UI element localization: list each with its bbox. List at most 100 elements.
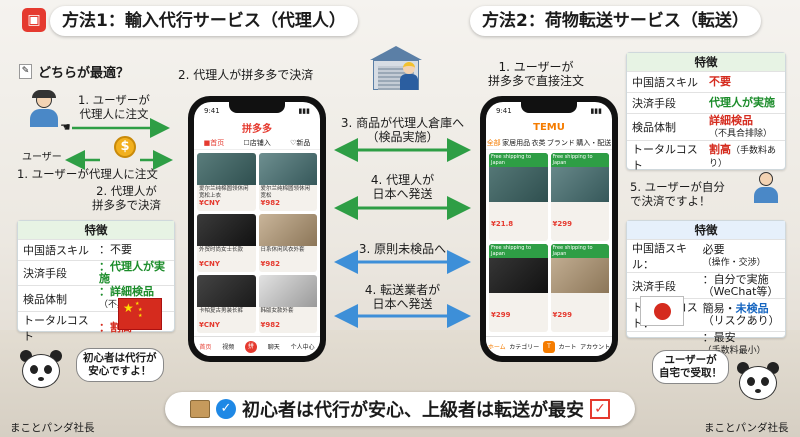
- left-row-label: 決済手段: [23, 267, 67, 280]
- pdd-app-title: 拼多多: [242, 123, 272, 135]
- rt-row-value: 割高: [709, 143, 731, 156]
- rt-row-label: 検品体制: [632, 121, 676, 134]
- method2-title: 方法2：荷物転送サービス（転送）: [470, 6, 761, 36]
- rt-row-label: 中国語スキル: [632, 76, 698, 89]
- right-top-panel-header: 特徴: [627, 53, 785, 71]
- left-speech-bubble: 初心者は代行が 安心ですよ！: [76, 348, 164, 382]
- right-top-features-panel: 特徴 中国語スキル不要 決済手段代理人が実施 検品体制詳細検品（不具合排除） ト…: [626, 52, 786, 172]
- tab-home-goods[interactable]: 家居用品: [502, 138, 531, 147]
- rb-row-note: （リスクあり）: [702, 314, 780, 327]
- rt-row-value: 不要: [709, 75, 731, 88]
- nav-home[interactable]: ホーム: [487, 344, 506, 351]
- left-step-1: 1. ユーザーが 代理人に注文: [78, 93, 150, 121]
- right-bottom-panel-header: 特徴: [627, 221, 785, 239]
- product-card[interactable]: Free shipping to Japan¥299: [550, 244, 609, 332]
- nav-video[interactable]: 视频: [222, 344, 235, 351]
- checkbox-icon: ✓: [590, 399, 610, 419]
- left-panel-header: 特徴: [18, 221, 174, 239]
- right-phone: 9:41 ▮▮▮ TEMU 全部 家居用品 衣类 ブランド 購入・配送 Free …: [480, 96, 618, 362]
- panda-mascot-left-icon: [18, 350, 64, 394]
- product-card[interactable]: 卡帕复古男装长裤¥CNY: [197, 275, 256, 333]
- temu-app-title: TEMU: [533, 121, 565, 133]
- rb-row-note: （手数料最小）: [702, 346, 766, 356]
- product-card[interactable]: 爱尔兰纯棉圆领休闲宽松上衣¥CNY: [197, 153, 256, 211]
- phone-time: 9:41: [496, 107, 512, 115]
- method1-title: 方法1：輸入代行サービス（代理人）: [50, 6, 358, 36]
- nav-profile[interactable]: 个人中心: [290, 344, 315, 351]
- user-avatar-right: [752, 172, 780, 204]
- product-card[interactable]: Free shipping to Japan¥21.8: [489, 153, 548, 241]
- caption-left: まことパンダ社長: [10, 422, 95, 434]
- caption-right: まことパンダ社長: [704, 422, 789, 434]
- hand-point-icon: ☚: [60, 120, 71, 134]
- right-bottom-nav: ホーム カテゴリー T カート アカウント: [486, 336, 612, 356]
- left-row-label: トータルコスト: [23, 314, 89, 343]
- rb-row-note: （WeChat等）: [702, 284, 779, 298]
- nav-category[interactable]: カテゴリー: [509, 344, 540, 351]
- temu-app-header: TEMU: [486, 118, 612, 136]
- which-best-text: どちらが最適？: [38, 66, 130, 81]
- nav-temu[interactable]: T: [542, 340, 555, 353]
- japan-flag-icon: [640, 296, 684, 326]
- product-card[interactable]: 爱尔兰纯棉圆领休闲宽松¥982: [258, 153, 317, 211]
- summary-bar: ✓ 初心者は代行が安心、上級者は転送が最安 ✓: [165, 392, 635, 426]
- signal-icon: ▮▮▮: [590, 107, 602, 115]
- check-circle-icon: ✓: [216, 399, 236, 419]
- tab-shipping[interactable]: 購入・配送: [576, 138, 612, 147]
- rb-row-value: 簡易・: [702, 302, 736, 315]
- nav-account[interactable]: アカウント: [580, 344, 611, 351]
- app-logo-icon: ▣: [22, 8, 46, 32]
- rb-row-label: 中国語スキル：: [632, 242, 687, 271]
- phone-time: 9:41: [204, 107, 220, 115]
- panda-mascot-right-icon: [735, 362, 781, 406]
- product-card[interactable]: 日系休闲风衣外套¥982: [258, 214, 317, 272]
- tab-all[interactable]: 全部: [486, 138, 501, 147]
- tab-new[interactable]: ♡新品: [290, 138, 311, 147]
- rb-row-value-2: 未検品: [735, 302, 769, 315]
- product-card[interactable]: 外贸时尚女士长款¥CNY: [197, 214, 256, 272]
- summary-text: 初心者は代行が安心、上級者は転送が最安: [242, 400, 584, 421]
- rt-row-value: 詳細検品: [709, 113, 753, 127]
- tab-brand[interactable]: ブランド: [546, 138, 575, 147]
- coin-icon: $: [114, 136, 136, 158]
- tab-shop[interactable]: ☐店铺入: [243, 138, 271, 147]
- center-step-3: 3. 商品が代理人倉庫へ （検品実施）: [340, 116, 465, 144]
- memo-icon: ✎: [19, 64, 32, 79]
- package-icon: [190, 400, 210, 418]
- nav-home[interactable]: 首页: [199, 344, 212, 351]
- product-card[interactable]: Free shipping to Japan¥299: [489, 244, 548, 332]
- user-avatar: [28, 90, 60, 128]
- rb-row-value: ：最安: [702, 331, 736, 344]
- product-card[interactable]: Free shipping to Japan¥299: [550, 153, 609, 241]
- rt-row-value: 代理人が実施: [709, 96, 775, 109]
- user-label: ユーザー: [22, 152, 62, 163]
- rb-row-note: （操作・交渉）: [702, 257, 766, 268]
- right-step-1: 1. ユーザーが 拼多多で直接注文: [488, 60, 585, 88]
- nav-cart[interactable]: カート: [558, 344, 577, 351]
- left-step-2-top: 2. 代理人が拼多多で決済: [178, 68, 314, 82]
- product-card[interactable]: 韩版女款外套¥982: [258, 275, 317, 333]
- left-phone-screen: 9:41 ▮▮▮ 拼多多 ■首页 ☐店铺入 ♡新品 爱尔兰纯棉圆领休闲宽松上衣¥C…: [194, 102, 320, 356]
- left-row-label: 中国語スキル: [23, 244, 89, 257]
- right-step-5: 5. ユーザーが自分 で決済ですよ！: [630, 180, 725, 208]
- left-step-1b: 1. ユーザーが代理人に注文: [17, 167, 158, 181]
- left-row-label: 検品体制: [23, 292, 67, 306]
- pdd-app-header: 拼多多: [194, 118, 320, 136]
- left-row-value: ：詳細検品: [99, 285, 154, 298]
- right-phone-screen: 9:41 ▮▮▮ TEMU 全部 家居用品 衣类 ブランド 購入・配送 Free …: [486, 102, 612, 356]
- right-speech-bubble: ユーザーが 自宅で受取！: [652, 350, 729, 384]
- signal-icon: ▮▮▮: [298, 107, 310, 115]
- nav-pin[interactable]: 拼: [244, 340, 257, 353]
- left-row-value: ：不要: [99, 243, 132, 256]
- left-step-2: 2. 代理人が 拼多多で決済: [92, 184, 161, 212]
- left-row-value: ：代理人が実施: [99, 260, 165, 285]
- rt-row-label: 決済手段: [632, 97, 676, 110]
- rb-row-label: 決済手段: [632, 279, 676, 293]
- worker-icon: [398, 62, 420, 92]
- rt-row-label: トータルコスト: [632, 143, 698, 172]
- nav-chat[interactable]: 聊天: [267, 344, 280, 351]
- china-flag-icon: ★ ★ ★ ★: [118, 298, 162, 330]
- tab-home[interactable]: ■首页: [203, 138, 225, 147]
- tab-clothes[interactable]: 衣类: [531, 138, 546, 147]
